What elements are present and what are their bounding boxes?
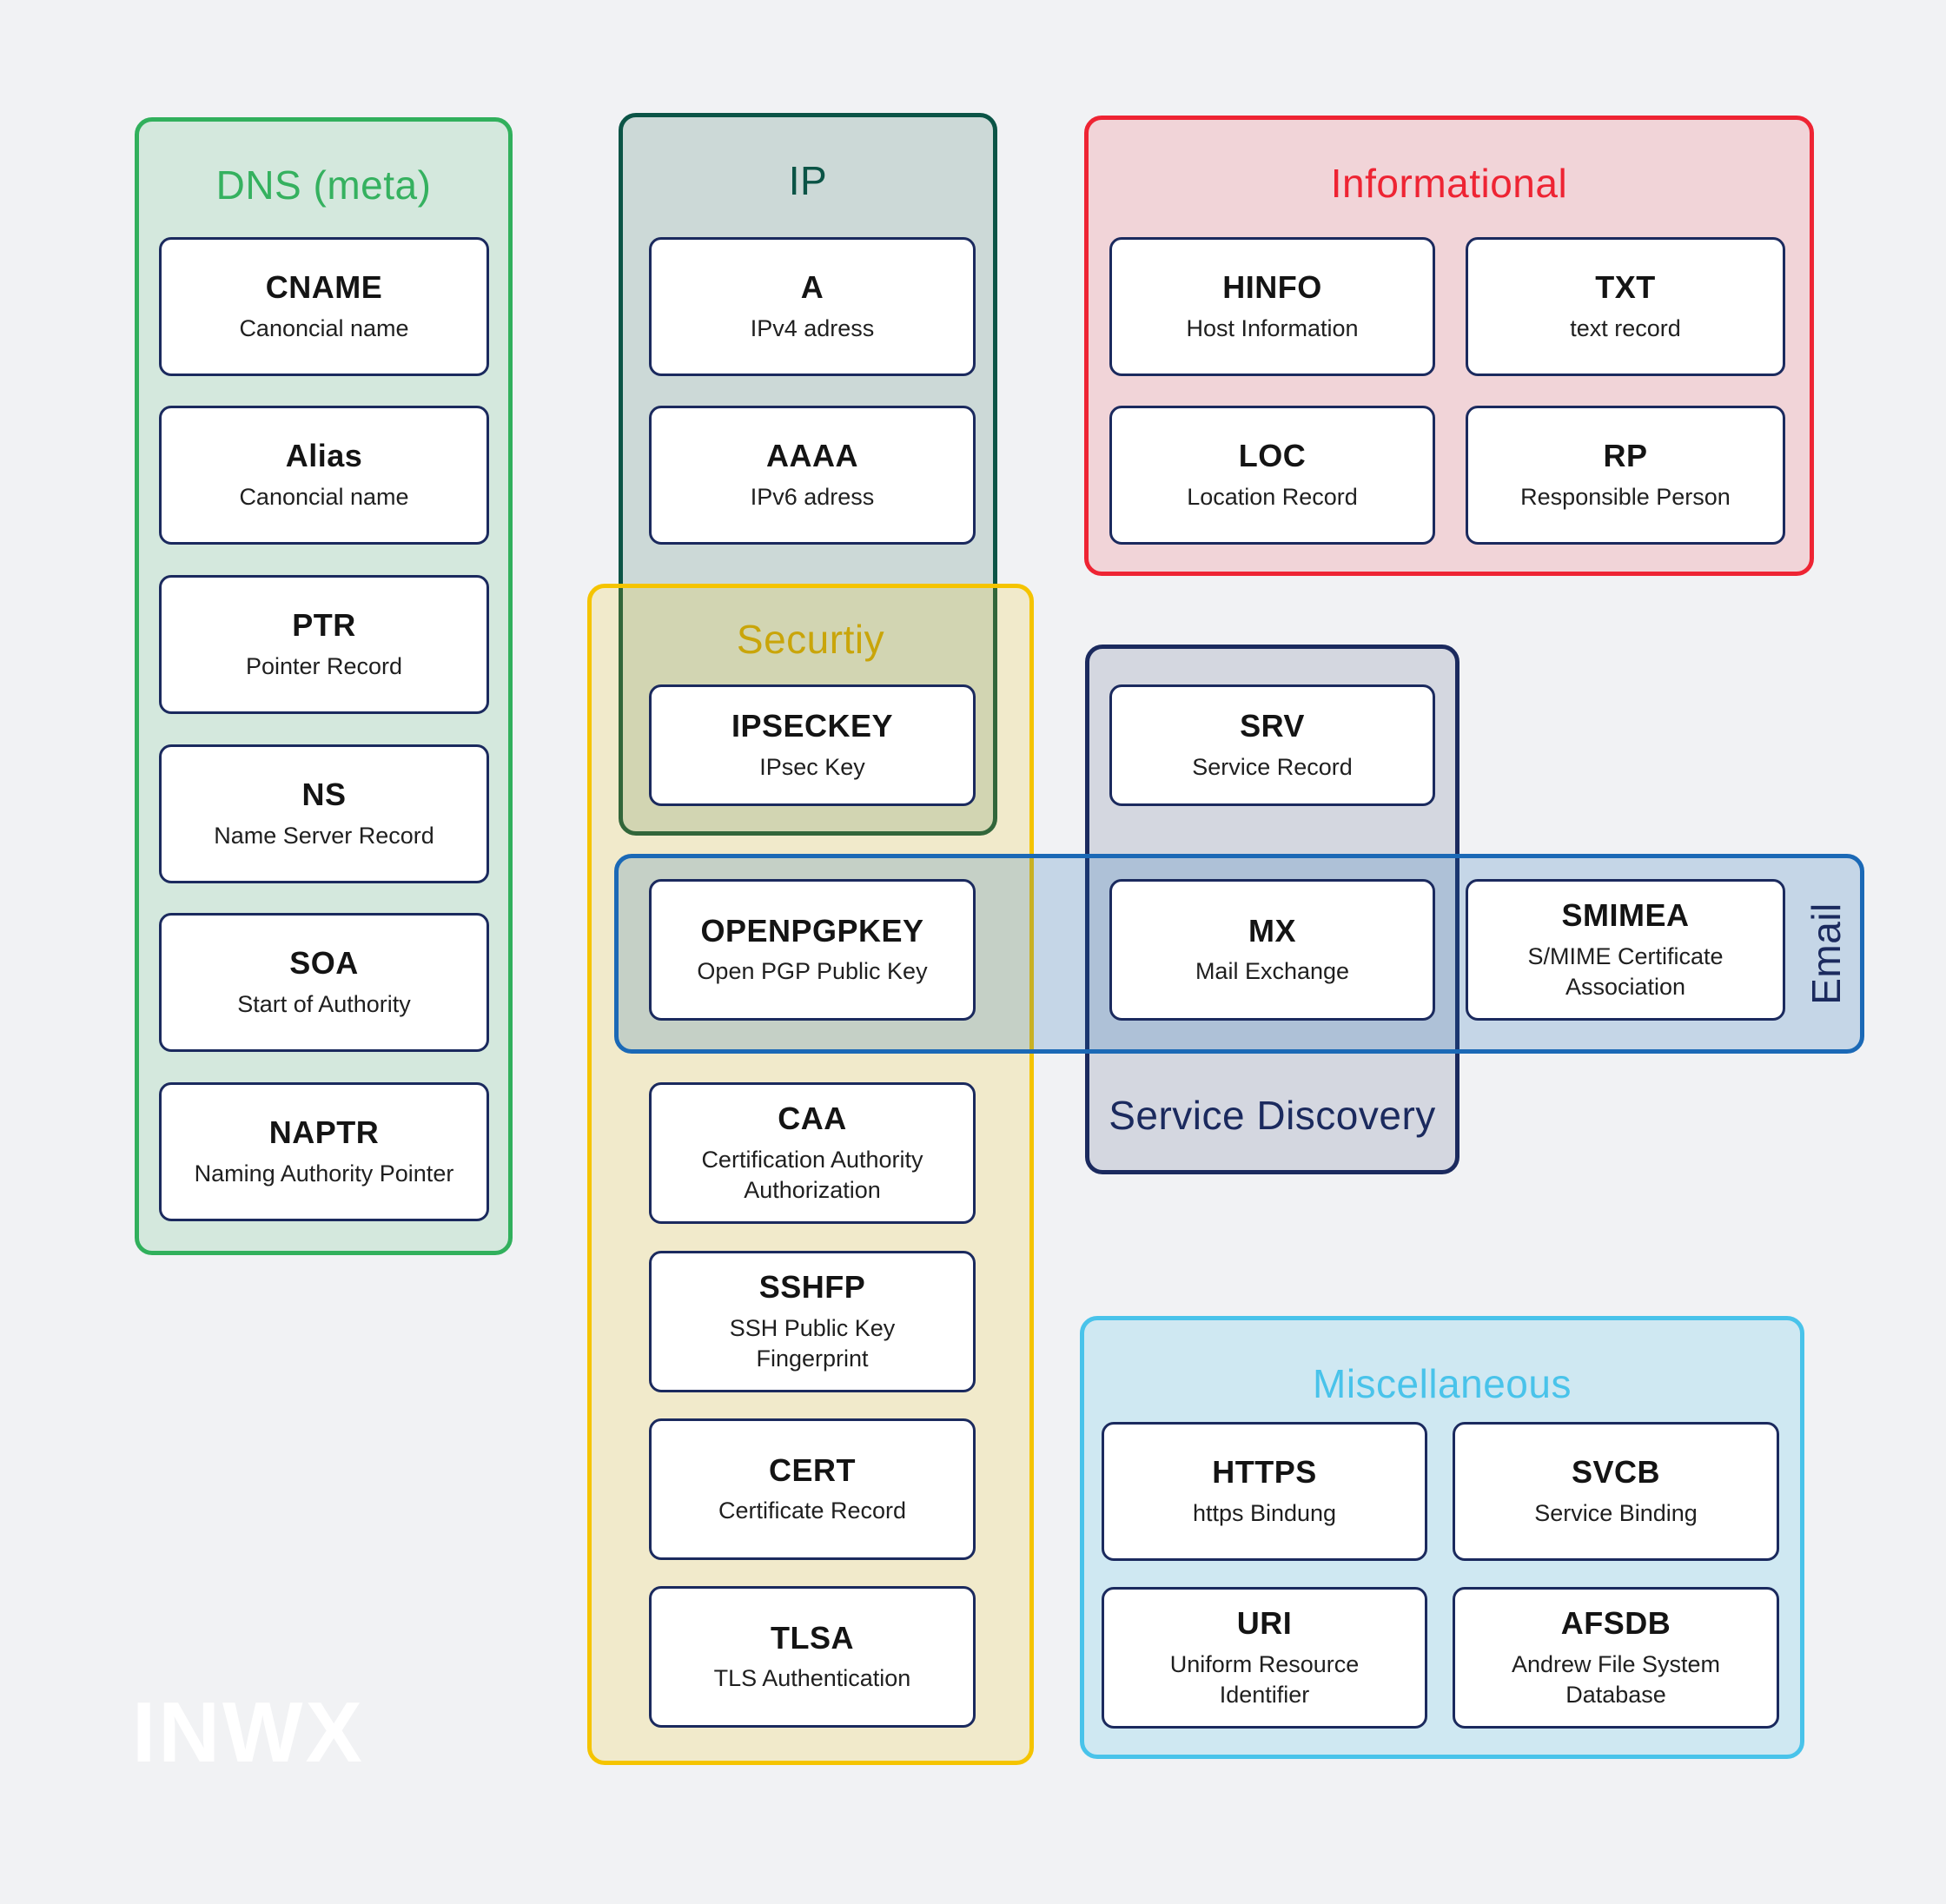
record-type: LOC (1238, 438, 1307, 474)
record-card-a: A IPv4 adress (649, 237, 976, 376)
record-type: AAAA (766, 438, 858, 474)
record-card-caa: CAA Certification Authority Authorizatio… (649, 1082, 976, 1224)
record-type: RP (1603, 438, 1648, 474)
record-description: S/MIME Certificate Association (1527, 942, 1724, 1000)
record-card-aaaa: AAAA IPv6 adress (649, 406, 976, 545)
record-description: SSH Public Key Fingerprint (729, 1314, 896, 1372)
record-type: PTR (292, 607, 356, 644)
record-description: Responsible Person (1520, 483, 1731, 510)
record-type: HTTPS (1212, 1454, 1317, 1491)
record-type: AFSDB (1560, 1605, 1671, 1642)
record-card-uri: URI Uniform Resource Identifier (1102, 1587, 1427, 1729)
record-type: MX (1248, 912, 1296, 949)
record-description: Canoncial name (239, 483, 409, 510)
record-card-openpgpkey: OPENPGPKEY Open PGP Public Key (649, 879, 976, 1021)
record-card-naptr: NAPTR Naming Authority Pointer (159, 1082, 489, 1221)
record-description: Canoncial name (239, 314, 409, 341)
group-title: Securtiy (736, 617, 885, 662)
record-type: OPENPGPKEY (700, 912, 924, 949)
record-type: URI (1236, 1605, 1293, 1642)
record-card-cert: CERT Certificate Record (649, 1418, 976, 1560)
record-description: Uniform Resource Identifier (1169, 1650, 1360, 1708)
record-type: CERT (769, 1451, 856, 1488)
record-description: IPsec Key (759, 753, 865, 780)
inwx-logo: INWX (132, 1684, 365, 1780)
record-type: HINFO (1222, 269, 1322, 306)
record-card-soa: SOA Start of Authority (159, 913, 489, 1052)
record-description: Name Server Record (214, 822, 434, 849)
record-type: IPSECKEY (731, 708, 894, 744)
record-description: Service Record (1192, 753, 1353, 780)
record-description: TLS Authentication (713, 1665, 911, 1692)
record-type: Alias (285, 438, 363, 474)
group-title: IP (788, 158, 828, 203)
record-description: IPv6 adress (750, 483, 875, 510)
record-type: A (800, 269, 824, 306)
record-description: Start of Authority (237, 990, 411, 1017)
record-card-cname: CNAME Canoncial name (159, 237, 489, 376)
record-description: Host Information (1186, 314, 1359, 341)
record-description: Pointer Record (245, 652, 403, 679)
record-description: Service Binding (1534, 1499, 1698, 1526)
record-type: CNAME (265, 269, 383, 306)
record-card-mx: MX Mail Exchange (1109, 879, 1435, 1021)
record-card-afsdb: AFSDB Andrew File System Database (1453, 1587, 1779, 1729)
record-card-loc: LOC Location Record (1109, 406, 1435, 545)
record-type: NS (301, 777, 347, 813)
group-title: Email (1804, 902, 1849, 1005)
record-card-srv: SRV Service Record (1109, 684, 1435, 806)
record-description: Open PGP Public Key (697, 958, 928, 985)
record-type: SRV (1240, 708, 1305, 744)
record-description: Mail Exchange (1195, 958, 1350, 985)
record-type: TXT (1595, 269, 1656, 306)
record-card-hinfo: HINFO Host Information (1109, 237, 1435, 376)
record-card-svcb: SVCB Service Binding (1453, 1422, 1779, 1561)
group-title: DNS (meta) (215, 162, 432, 208)
record-description: Andrew File System Database (1511, 1650, 1721, 1708)
record-type: TLSA (771, 1619, 854, 1656)
group-title: Service Discovery (1109, 1093, 1436, 1138)
record-description: Naming Authority Pointer (194, 1160, 454, 1187)
record-description: Certification Authority Authorization (701, 1146, 923, 1203)
record-card-sshfp: SSHFP SSH Public Key Fingerprint (649, 1251, 976, 1392)
record-description: https Bindung (1192, 1499, 1337, 1526)
record-description: Certificate Record (718, 1497, 907, 1524)
record-card-txt: TXT text record (1466, 237, 1785, 376)
group-title: Informational (1330, 161, 1568, 206)
record-card-ipseckey: IPSECKEY IPsec Key (649, 684, 976, 806)
record-card-tlsa: TLSA TLS Authentication (649, 1586, 976, 1728)
record-type: NAPTR (268, 1114, 380, 1151)
group-title: Miscellaneous (1313, 1361, 1572, 1406)
record-type: SVCB (1571, 1454, 1661, 1491)
record-card-rp: RP Responsible Person (1466, 406, 1785, 545)
record-description: IPv4 adress (750, 314, 875, 341)
record-type: CAA (778, 1101, 847, 1137)
record-card-smimea: SMIMEA S/MIME Certificate Association (1466, 879, 1785, 1021)
record-card-https: HTTPS https Bindung (1102, 1422, 1427, 1561)
record-card-ptr: PTR Pointer Record (159, 575, 489, 714)
record-type: SMIMEA (1561, 897, 1690, 934)
record-type: SSHFP (758, 1269, 866, 1306)
record-card-alias: Alias Canoncial name (159, 406, 489, 545)
record-description: Location Record (1187, 483, 1358, 510)
record-card-ns: NS Name Server Record (159, 744, 489, 883)
record-type: SOA (289, 945, 359, 982)
record-description: text record (1570, 314, 1681, 341)
